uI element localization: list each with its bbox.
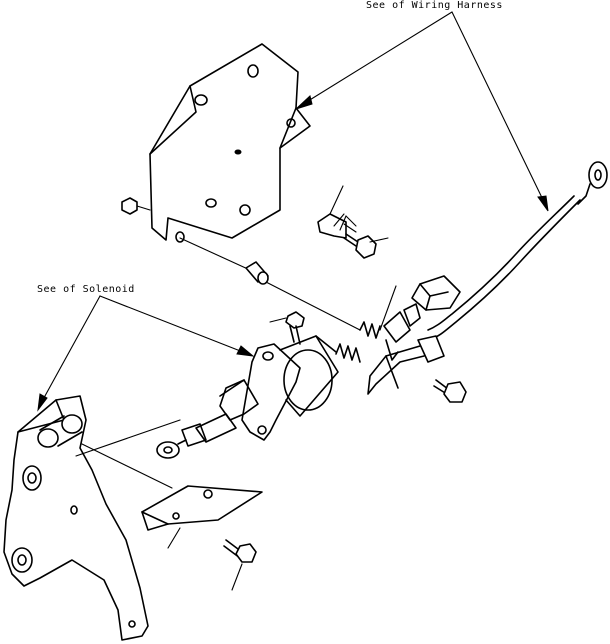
spacer-collar [245,261,269,285]
small-plate [141,485,263,531]
dash-line-2 [265,281,361,331]
lower-bracket [3,395,149,641]
nut-upper-left [121,197,151,215]
bolt-solenoid-top [285,311,305,345]
leader-bolt-bracket [369,237,389,243]
callout-wiring-harness [295,11,549,212]
harness-clip [317,213,357,239]
leader-clip [329,185,344,215]
leader-spring [379,285,397,331]
solenoid [156,321,381,459]
dash-line-4 [75,419,181,457]
bolt-harness [433,379,467,403]
leader-bolt-top [269,317,287,323]
solenoid-connector [383,275,461,361]
wiring-harness [367,161,608,395]
dash-line-3 [81,443,173,489]
bolt-bracket [343,233,377,259]
dash-line-1 [179,237,251,271]
callout-solenoid [37,295,255,412]
bolt-plate [223,539,257,563]
label-wiring-harness: See of Wiring Harness [366,0,503,11]
leader-plate [167,527,181,549]
label-solenoid: See of Solenoid [37,284,135,295]
leader-bolt-plate [231,563,243,591]
upper-bracket [149,43,311,243]
